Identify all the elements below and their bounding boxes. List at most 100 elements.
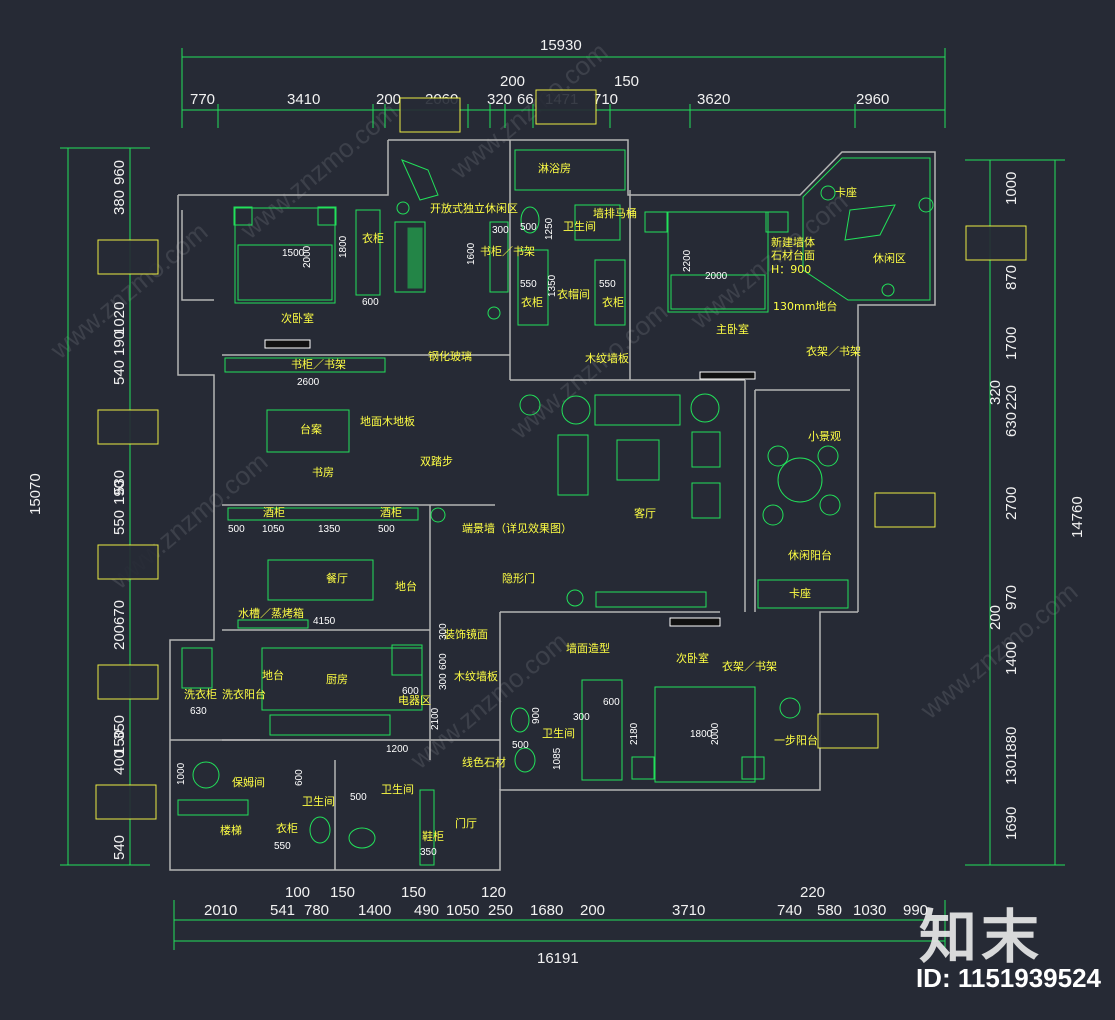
label-appliance: 电器区 [398,694,431,707]
inner-dim: 300 [573,712,590,723]
inner-dim: 550 [274,841,291,852]
dim-top-total: 15930 [540,37,582,54]
label-laundry-cab: 洗衣柜 [184,687,217,701]
dim-left-seg: 190 [111,331,128,356]
lounge-cabinet [394,221,426,293]
label-toilet-top: 卫生间 [563,219,596,233]
dim-bottom-seg: 1050 [446,902,479,919]
label-wine-a: 酒柜 [263,506,285,519]
label-wardrobe-e: 衣柜 [276,821,298,835]
dim-bottom-extra: 150 [401,884,426,901]
label-open-lounge: 开放式独立休闲区 [430,201,518,215]
inner-dim: 1800 [690,729,713,740]
dim-bottom-seg: 490 [414,902,439,919]
lounge-table [844,204,896,241]
card-seat [757,579,849,609]
label-card-seat-top: 卡座 [835,185,857,199]
label-toilet-b: 卫生间 [302,794,335,808]
wardrobe [581,679,623,781]
bed [234,207,336,304]
master-bed [667,211,769,313]
inner-dim: 2000 [710,722,721,745]
dim-bottom-seg: 1680 [530,902,563,919]
label-small-view: 小景观 [808,430,841,443]
dim-right-seg: 970 [1003,585,1020,610]
label-lounge-area: 休闲区 [873,251,906,265]
dim-right-seg: 1000 [1003,172,1020,205]
plant [820,185,836,201]
dim-left-seg: 550 [111,510,128,535]
dim-left-seg: 540 [111,360,128,385]
stove [391,644,423,676]
label-bath-room: 淋浴房 [538,162,571,175]
label-shoe: 鞋柜 [422,829,444,843]
dim-bottom-seg: 740 [777,902,802,919]
bed [177,799,249,816]
label-living-room: 客厅 [634,506,656,520]
washer [181,647,213,689]
side-table [690,393,720,423]
dim-bottom-seg: 990 [903,902,928,919]
shoe-cabinet [419,789,435,866]
bottom-dim-labels: 2010 541 780 1400 490 1050 250 1680 200 … [204,902,928,919]
label-end-wall: 端景墙（详见效果图） [462,521,572,535]
label-hidden-door: 隐形门 [502,571,535,585]
inner-dim: 500 [228,524,245,535]
inner-dim: 1600 [466,242,477,265]
bottom-extra-labels: 100 150 150 120 220 [285,884,825,901]
walls [169,139,936,871]
dim-top-seg: 200 [376,91,401,108]
plant [566,589,584,607]
label-master-bedroom: 主卧室 [716,322,749,336]
study-bookshelf [224,357,386,373]
inner-dim: 2000 [302,245,313,268]
label-second-bedroom-mid: 次卧室 [676,651,709,665]
wardrobe [355,209,381,296]
inner-dim: 2000 [705,271,728,282]
label-toilet-mid: 卫生间 [542,726,575,740]
label-height: H：900 [771,263,811,276]
label-wardrobe-b: 衣帽间 [557,287,590,301]
dim-bottom-seg: 580 [817,902,842,919]
watermark-text: www.znzmo.com [234,96,403,245]
inner-dim: 4150 [313,616,336,627]
basin [574,204,621,241]
label-wardrobe-d: 衣柜 [602,295,624,309]
inner-dim: 1050 [262,524,285,535]
inner-dim: 500 [350,792,367,803]
dim-bottom-seg: 200 [580,902,605,919]
garden-feature [777,457,823,503]
label-stone-top: 石材台面 [771,248,815,262]
nightstand [741,756,765,780]
label-one-step: 一步阳台 [774,733,818,747]
inner-dim: 1350 [547,274,558,297]
dim-bottom-seg: 780 [304,902,329,919]
dim-right-seg: 1880 [1003,727,1020,760]
inner-dim: 350 [420,847,437,858]
label-nanny: 保姆间 [232,775,265,789]
wine-cabinet [227,507,419,521]
furniture [177,149,934,866]
dim-left-seg: 540 [111,835,128,860]
dim-left-seg: 200 [111,625,128,650]
tv-unit [669,617,721,627]
inner-dim: 500 [512,740,529,751]
wardrobe [594,259,626,326]
dim-left-seg: 530 [111,470,128,495]
label-new-wall: 新建墙体 [771,235,815,249]
inner-dim: 500 [520,222,537,233]
label-stair: 楼梯 [220,823,242,837]
dim-right-seg: 220 [1003,385,1020,410]
bay-platform [802,157,931,301]
toilet [520,206,540,234]
nightstand [317,206,337,226]
dim-right-seg: 1690 [1003,807,1020,840]
tv-unit [264,339,311,349]
plant [487,306,501,320]
sink-counter [269,714,391,736]
armchair [401,159,439,201]
dim-top-seg: 66 [517,91,534,108]
dim-right-seg: 1700 [1003,327,1020,360]
dim-top-extra: 150 [614,73,639,90]
